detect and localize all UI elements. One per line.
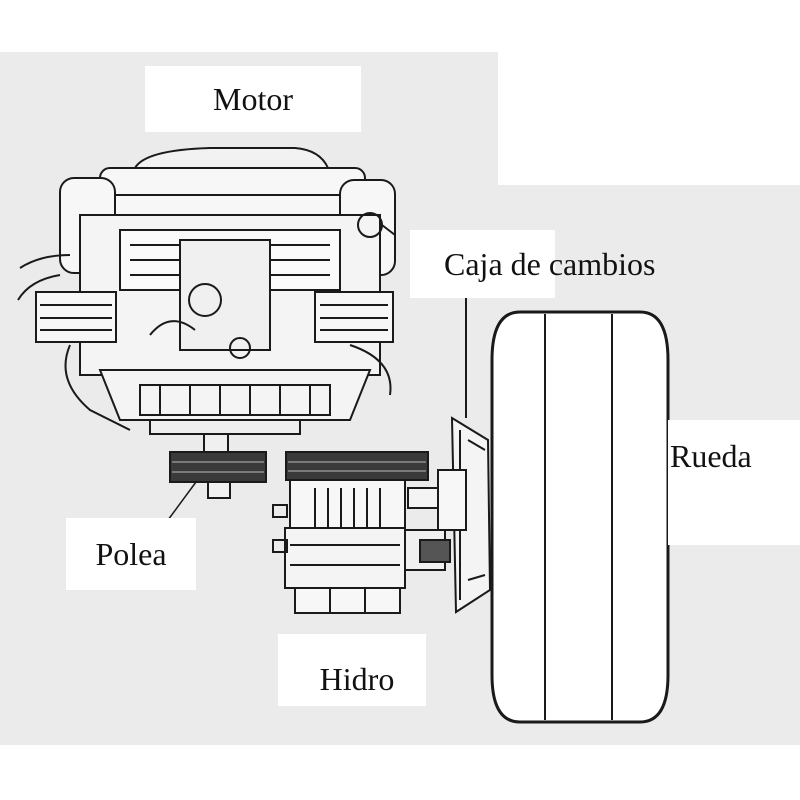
- hydro-label-box: Hidro: [278, 634, 426, 706]
- pulley-label: Polea: [95, 535, 167, 572]
- engine-drawing: [17, 147, 396, 453]
- pulley-leader-line: [167, 481, 197, 521]
- wheel-label-box: Rueda: [668, 420, 800, 545]
- wheel-label: Rueda: [670, 438, 752, 474]
- motor-label: Motor: [213, 80, 293, 117]
- gearbox-label: Caja de cambios: [444, 245, 656, 282]
- gearbox-label-box: Caja de cambios: [410, 230, 655, 298]
- motor-label-box: Motor: [145, 66, 361, 132]
- hydro-pulley: [285, 451, 429, 481]
- gearbox-drawing: [437, 260, 492, 614]
- hydro-drawing: [272, 479, 459, 614]
- wheel-drawing: [490, 310, 670, 724]
- engine-pulley: [169, 451, 267, 499]
- pulley-label-box: Polea: [66, 518, 196, 590]
- hydro-label: Hidro: [319, 661, 395, 697]
